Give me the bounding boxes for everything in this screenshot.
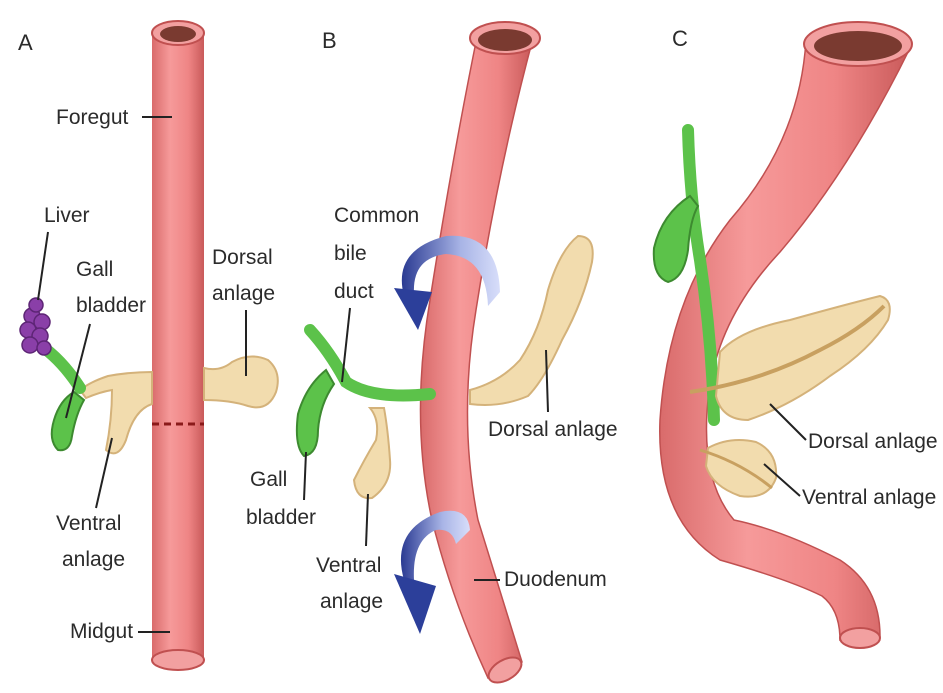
panel-c: C Dorsal anlage Ventral anlage	[654, 22, 938, 648]
label-ventral-anlage-b-line1: Ventral	[316, 554, 381, 577]
label-dorsal-anlage-c: Dorsal anlage	[808, 430, 938, 453]
label-dorsal-anlage-line1: Dorsal	[212, 246, 273, 269]
liver-cluster	[20, 298, 51, 355]
label-gall-bladder-b-line2: bladder	[246, 506, 316, 529]
label-liver: Liver	[44, 204, 90, 227]
panel-b: B Common bile duct Dorsal anlage Gall bl…	[246, 22, 618, 688]
label-common-bile-duct-line2: bile	[334, 242, 367, 265]
ventral-anlage-a	[80, 372, 152, 453]
panel-a-letter: A	[18, 30, 33, 55]
panel-a: A Foregut Liver Gall bladder Dorsal anla…	[18, 21, 278, 670]
dorsal-anlage-a	[204, 356, 278, 407]
label-dorsal-anlage-b: Dorsal anlage	[488, 418, 618, 441]
gall-bladder-b	[297, 370, 334, 456]
label-ventral-anlage-c: Ventral anlage	[802, 486, 936, 509]
ventral-anlage-b	[354, 408, 390, 498]
label-gall-bladder-line2: bladder	[76, 294, 146, 317]
label-common-bile-duct-line3: duct	[334, 280, 374, 303]
label-ventral-anlage-line1: Ventral	[56, 512, 121, 535]
label-foregut: Foregut	[56, 106, 129, 129]
gut-bottom-end	[152, 650, 204, 670]
foregut-tube	[152, 32, 204, 662]
label-ventral-anlage-b-line2: anlage	[320, 590, 383, 613]
label-duodenum: Duodenum	[504, 568, 607, 591]
label-ventral-anlage-line2: anlage	[62, 548, 125, 571]
panel-c-letter: C	[672, 26, 688, 51]
panel-b-letter: B	[322, 28, 337, 53]
label-common-bile-duct-line1: Common	[334, 204, 419, 227]
label-midgut: Midgut	[70, 620, 133, 643]
label-gall-bladder-line1: Gall	[76, 258, 113, 281]
label-gall-bladder-b-line1: Gall	[250, 468, 287, 491]
duodenum-c-bottom-opening	[840, 628, 880, 648]
rotation-arrow-lower-head	[394, 574, 436, 634]
gall-bladder-a	[52, 392, 84, 450]
label-dorsal-anlage-line2: anlage	[212, 282, 275, 305]
